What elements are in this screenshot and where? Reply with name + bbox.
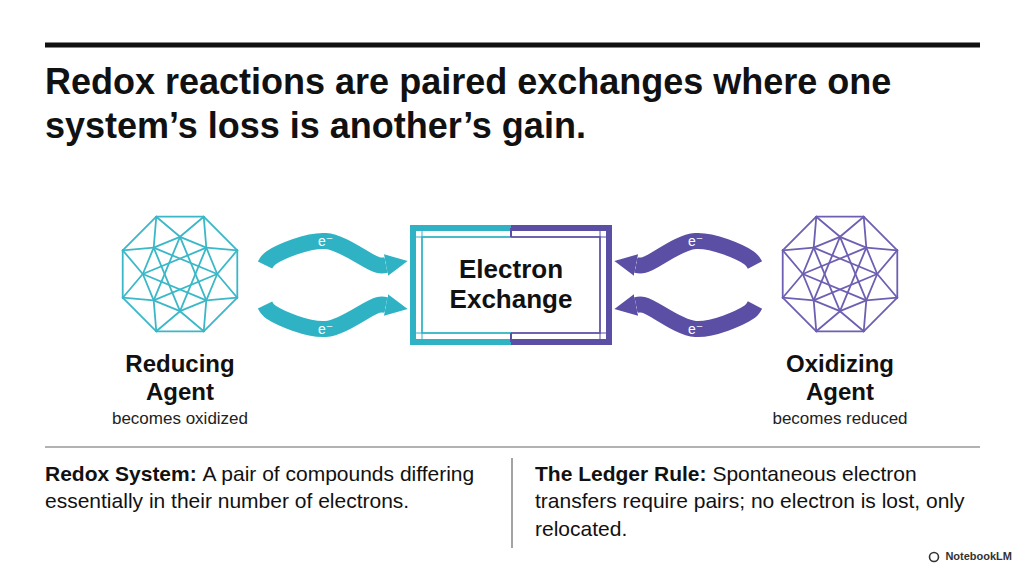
geodesic-stroke xyxy=(782,250,784,297)
agent-node: Oxidizing Agent becomes reduced xyxy=(755,208,925,430)
geodesic-stroke xyxy=(154,217,157,248)
agent-note: becomes oxidized xyxy=(95,409,265,429)
geodesic-stroke xyxy=(204,298,238,332)
geodesic-stroke xyxy=(154,237,180,248)
geodesic-stroke xyxy=(123,250,143,274)
title: Redox reactions are paired exchanges whe… xyxy=(45,60,945,148)
electron-label: e⁻ xyxy=(318,234,333,248)
note-paragraph: Redox System:A pair of compounds differi… xyxy=(45,460,485,515)
geodesic-stroke xyxy=(814,300,817,331)
geodesic-stroke xyxy=(143,274,154,300)
electron-label: e⁻ xyxy=(318,322,333,336)
geodesic-stroke xyxy=(156,330,203,332)
geodesic-icon xyxy=(114,208,246,340)
watermark-icon-ring xyxy=(930,553,939,562)
geodesic-stroke xyxy=(123,217,157,251)
geodesic-stroke xyxy=(180,217,204,237)
geodesic-stroke xyxy=(840,248,866,312)
geodesic-stroke xyxy=(864,298,898,332)
geodesic-stroke xyxy=(877,274,897,298)
geodesic-stroke xyxy=(123,298,154,301)
geodesic-stroke xyxy=(206,248,237,251)
electron-label: e⁻ xyxy=(688,234,703,248)
geodesic-stroke xyxy=(204,217,238,251)
geodesic-stroke xyxy=(156,311,180,331)
divider-line xyxy=(45,446,980,447)
geodesic-stroke xyxy=(217,274,237,298)
geodesic-stroke xyxy=(156,216,203,218)
geodesic-stroke xyxy=(783,298,814,301)
geodesic-stroke xyxy=(156,217,180,237)
geodesic-stroke xyxy=(816,330,863,332)
note-heading: Redox System: xyxy=(45,462,197,485)
geodesic-stroke xyxy=(236,250,238,297)
geodesic-stroke xyxy=(816,311,840,331)
geodesic-stroke xyxy=(123,298,157,332)
agent-name: Oxidizing Agent xyxy=(765,350,915,406)
geodesic-stroke xyxy=(840,217,864,237)
geodesic-stroke xyxy=(866,298,897,301)
geodesic-stroke xyxy=(217,250,237,274)
geodesic-stroke xyxy=(864,217,867,248)
geodesic-stroke xyxy=(783,298,817,332)
geodesic-stroke xyxy=(816,217,840,237)
geodesic-stroke xyxy=(866,248,877,274)
geodesic-stroke xyxy=(123,274,143,298)
geodesic-stroke xyxy=(840,311,864,331)
geodesic-stroke xyxy=(783,250,803,274)
geodesic-stroke xyxy=(206,248,217,274)
divider-line xyxy=(511,458,512,548)
geodesic-stroke xyxy=(866,248,897,251)
electron-label: e⁻ xyxy=(688,322,703,336)
geodesic-stroke xyxy=(180,248,206,312)
geodesic-stroke xyxy=(814,237,840,248)
note-paragraph: The Ledger Rule:Spontaneous electron tra… xyxy=(535,460,980,542)
geodesic-stroke xyxy=(206,298,237,301)
geodesic-stroke xyxy=(180,237,206,301)
geodesic-stroke xyxy=(864,217,898,251)
geodesic-stroke xyxy=(803,274,814,300)
geodesic-stroke xyxy=(204,300,207,331)
geodesic-stroke xyxy=(154,300,157,331)
geodesic-stroke xyxy=(814,217,817,248)
agent-name: Reducing Agent xyxy=(105,350,255,406)
geodesic-stroke xyxy=(864,300,867,331)
agent-note: becomes reduced xyxy=(755,409,925,429)
box-label: Electron Exchange xyxy=(430,255,592,315)
geodesic-stroke xyxy=(122,250,124,297)
geodesic-stroke xyxy=(123,248,154,251)
geodesic-stroke xyxy=(180,311,204,331)
geodesic-stroke xyxy=(840,237,866,301)
watermark: NotebookLM xyxy=(945,550,1012,562)
exchange-box: Electron Exchange xyxy=(410,225,612,345)
note-heading: The Ledger Rule: xyxy=(535,462,707,485)
agent-node: Reducing Agent becomes oxidized xyxy=(95,208,265,430)
geodesic-stroke xyxy=(816,216,863,218)
geodesic-icon xyxy=(774,208,906,340)
geodesic-stroke xyxy=(783,217,817,251)
top-rule xyxy=(45,43,980,48)
geodesic-stroke xyxy=(204,217,207,248)
geodesic-stroke xyxy=(783,248,814,251)
geodesic-stroke xyxy=(783,274,803,298)
geodesic-stroke xyxy=(877,250,897,274)
geodesic-stroke xyxy=(896,250,898,297)
watermark-icon xyxy=(930,553,939,562)
